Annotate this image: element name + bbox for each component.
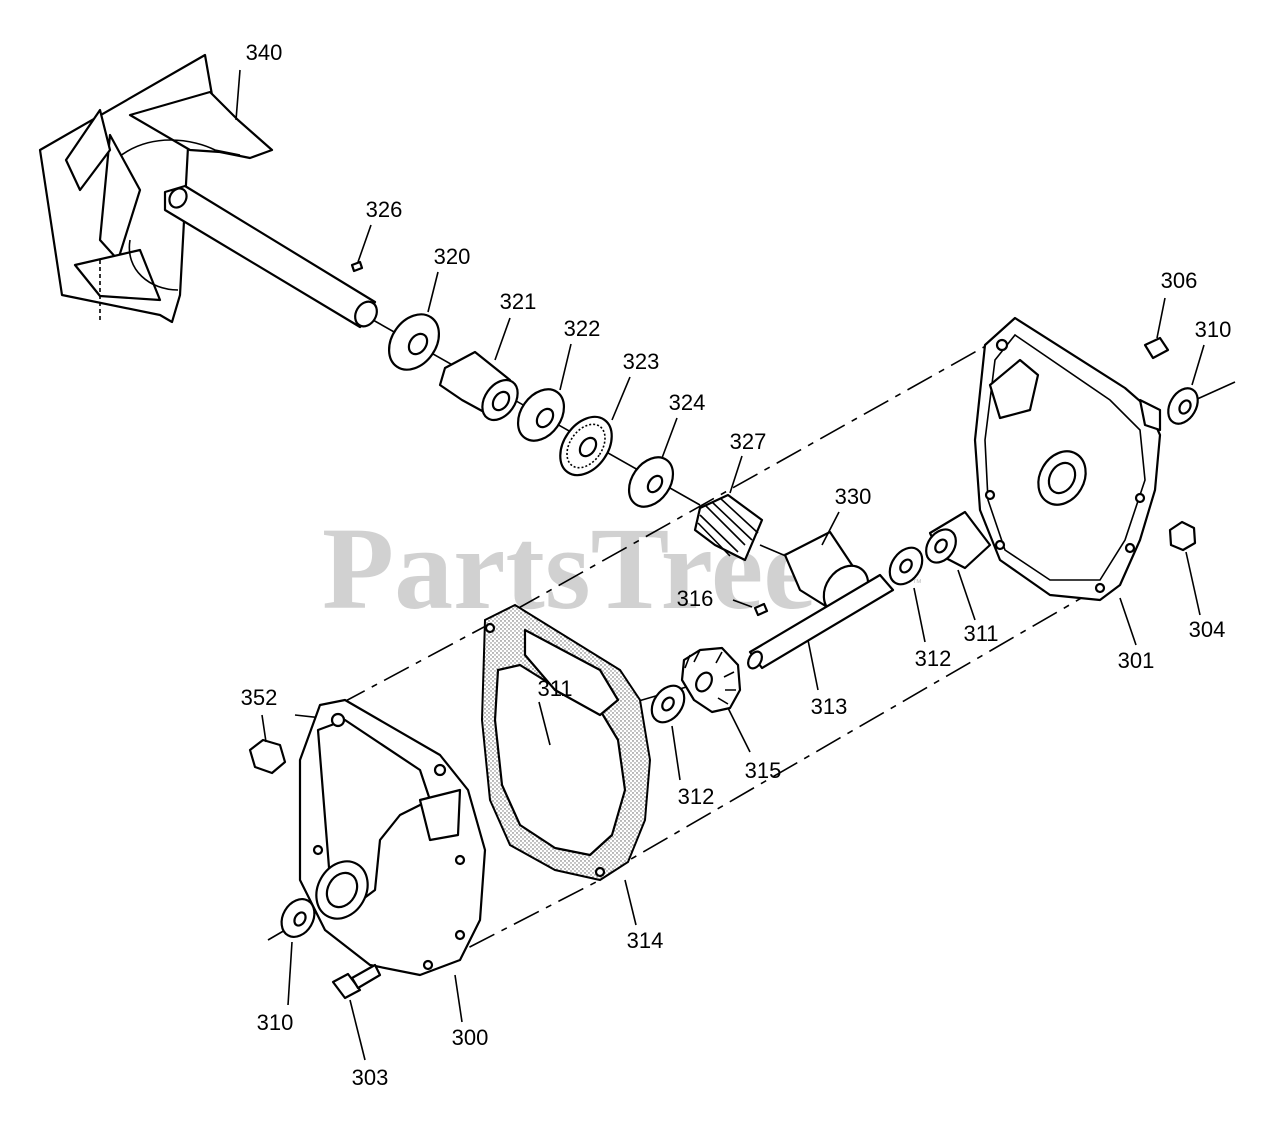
part-labels: 340 326 320 321 322 323 324 327 330 316 311 311 312 3… xyxy=(241,40,1232,1090)
part-label-340[interactable]: 340 xyxy=(246,40,283,65)
part-label-310b[interactable]: 310 xyxy=(257,1010,294,1035)
part-label-301[interactable]: 301 xyxy=(1118,648,1155,673)
part-label-310a[interactable]: 310 xyxy=(1195,317,1232,342)
part-322-washer xyxy=(516,388,566,442)
part-311-bearing-right xyxy=(925,510,992,570)
part-label-327[interactable]: 327 xyxy=(730,429,767,454)
part-label-330[interactable]: 330 xyxy=(835,484,872,509)
part-320-washer xyxy=(387,313,441,371)
part-310-bushing-right xyxy=(1167,387,1199,425)
part-label-321[interactable]: 321 xyxy=(500,289,537,314)
part-label-324[interactable]: 324 xyxy=(669,390,706,415)
leader-lines xyxy=(235,69,1205,1061)
part-label-316[interactable]: 316 xyxy=(677,586,714,611)
part-label-312b[interactable]: 312 xyxy=(915,646,952,671)
part-321-bearing xyxy=(438,350,519,422)
part-label-304[interactable]: 304 xyxy=(1189,617,1226,642)
part-label-300[interactable]: 300 xyxy=(452,1025,489,1050)
part-label-326[interactable]: 326 xyxy=(366,197,403,222)
part-label-311a[interactable]: 311 xyxy=(537,676,572,701)
part-312-washer-right xyxy=(888,546,924,586)
part-label-314[interactable]: 314 xyxy=(627,928,664,953)
part-312-washer-left xyxy=(650,684,686,724)
part-323-needle-bearing xyxy=(559,415,613,477)
part-303-screw xyxy=(331,963,382,1000)
part-304-nut xyxy=(1168,520,1197,552)
part-label-320[interactable]: 320 xyxy=(434,244,471,269)
part-300-gear-housing-left xyxy=(298,698,487,977)
part-label-306[interactable]: 306 xyxy=(1161,268,1198,293)
part-shaft xyxy=(163,184,378,329)
part-label-303[interactable]: 303 xyxy=(352,1065,389,1090)
part-313-shaft xyxy=(747,573,895,670)
part-label-311b[interactable]: 311 xyxy=(963,621,998,646)
part-label-322[interactable]: 322 xyxy=(564,316,601,341)
part-label-323[interactable]: 323 xyxy=(623,349,660,374)
part-314-gasket xyxy=(480,603,652,882)
part-340-impeller xyxy=(38,53,274,324)
part-label-315[interactable]: 315 xyxy=(745,758,782,783)
part-352-nut xyxy=(248,738,287,775)
part-label-352[interactable]: 352 xyxy=(241,685,278,710)
part-label-313[interactable]: 313 xyxy=(811,694,848,719)
part-327-worm-gear xyxy=(693,493,764,562)
part-316-key xyxy=(753,602,769,617)
part-301-gear-housing-right xyxy=(973,316,1162,602)
part-306-set-screw xyxy=(1143,336,1170,360)
part-324-washer xyxy=(627,456,675,508)
watermark-trademark: ™ xyxy=(912,578,922,589)
part-label-312a[interactable]: 312 xyxy=(678,784,715,809)
part-326-key xyxy=(350,260,364,273)
part-315-gear xyxy=(680,646,742,714)
part-310-bushing-left xyxy=(280,898,316,938)
